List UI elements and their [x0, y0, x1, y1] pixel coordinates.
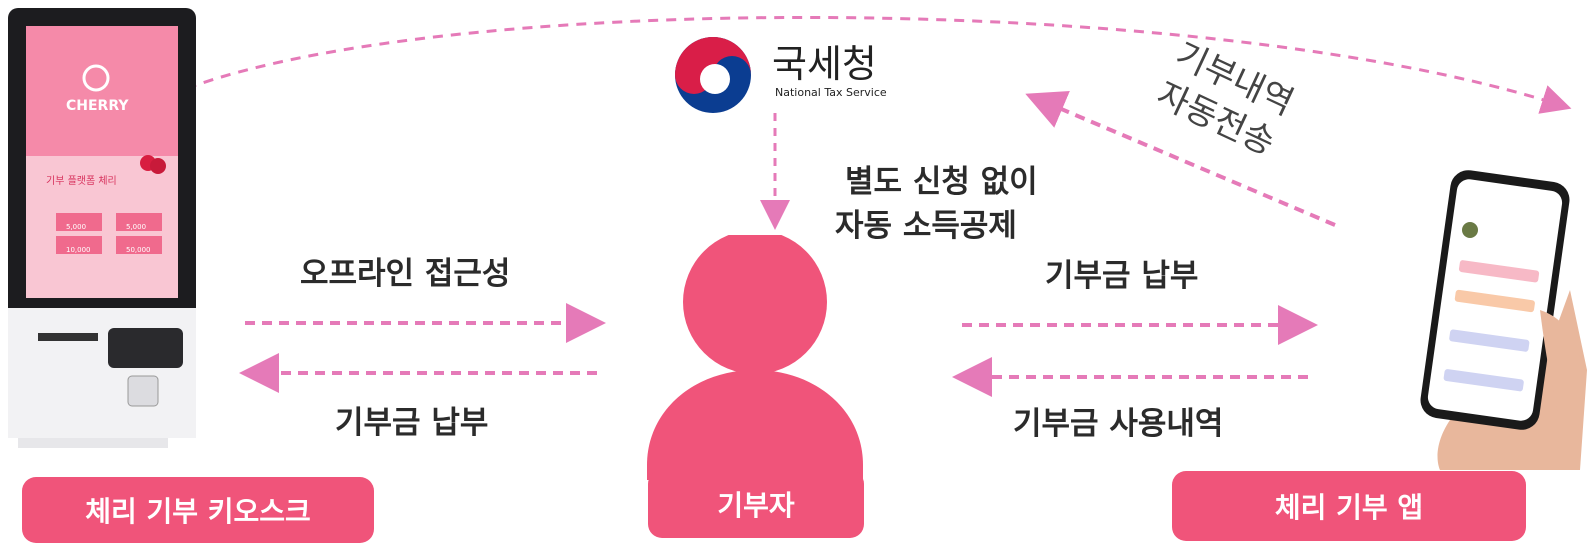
kiosk-amount-2: 5,000	[126, 223, 147, 231]
center-note-line-1: 별도 신청 없이	[845, 164, 1038, 200]
nts-logo	[668, 30, 758, 120]
app-title: 체리 기부 앱	[1172, 471, 1526, 541]
right-donation-label: 기부금 납부	[1045, 258, 1199, 294]
kiosk-illustration: CHERRY 기부 플랫폼 체리 5,000 5,000 10,000 50,0…	[8, 8, 196, 448]
phone-app-illustration	[1410, 170, 1587, 470]
nts-name-en: National Tax Service	[775, 86, 887, 99]
donor-label: 기부자	[648, 470, 864, 538]
kiosk-title: 체리 기부 키오스크	[22, 477, 374, 543]
nts-emblem-icon	[675, 37, 751, 113]
kiosk-amount-4: 50,000	[126, 246, 151, 254]
offline-access-label: 오프라인 접근성	[300, 256, 511, 292]
kiosk-tagline: 기부 플랫폼 체리	[46, 176, 117, 187]
kiosk-amount-3: 10,000	[66, 246, 91, 254]
donor-person-icon	[647, 235, 863, 480]
center-note: 별도 신청 없이 자동 소득공제	[835, 160, 1038, 248]
nts-name-ko: 국세청	[772, 42, 877, 86]
app-to-nts-arrow	[1025, 90, 1336, 227]
center-note-line-2: 자동 소득공제	[835, 208, 1017, 244]
usage-history-label: 기부금 사용내역	[1013, 406, 1224, 442]
left-donation-label: 기부금 납부	[335, 405, 489, 441]
kiosk-brand: CHERRY	[66, 98, 129, 114]
top-arc-arrow	[169, 16, 1572, 114]
kiosk-amount-1: 5,000	[66, 223, 87, 231]
